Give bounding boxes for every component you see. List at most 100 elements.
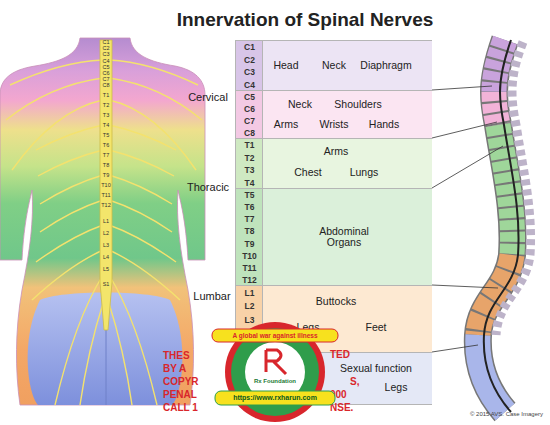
nerve-branch [40, 175, 103, 204]
spinal-segment-label: T4 [103, 123, 109, 129]
body-region-label: Buttocks [316, 296, 356, 307]
spinous-processes [496, 42, 531, 335]
diagram-title: Innervation of Spinal Nerves [177, 10, 434, 30]
spinal-segment-label: L5 [103, 267, 109, 273]
nerve-branch [109, 125, 176, 150]
spine-outline [478, 40, 513, 412]
nerve-branch [109, 150, 174, 176]
body-region-label: Arms [324, 146, 349, 157]
region-label: Lumbar [193, 291, 230, 303]
nerve-branch [109, 100, 196, 170]
body-region-label: Sexual function [340, 363, 412, 374]
spinal-segment-label: T8 [103, 163, 109, 169]
spinal-segment-label: L1 [103, 219, 109, 225]
spinal-segment-label: T12 [101, 203, 110, 209]
nerve-branch [36, 225, 103, 262]
logo-url: https://www.rxharun.com [233, 394, 317, 401]
vertebra-label: C6 [244, 105, 255, 114]
body-region-label: Abdominal Organs [307, 226, 381, 248]
spinal-level-band: T5T6T7T8T9T10T11T12Abdominal Organs [235, 188, 432, 285]
logo-name: Rx Foundation [254, 378, 296, 384]
nerve-branch [40, 200, 103, 232]
torso [0, 38, 205, 405]
spinal-segment-label: L3 [103, 243, 109, 249]
vertebra-label: T4 [245, 178, 255, 187]
spinal-segment-label: T1 [103, 93, 109, 99]
spinal-segment-label: C1 [102, 40, 109, 46]
spinal-segment-label: C8 [102, 84, 109, 90]
spine-model [478, 40, 531, 412]
watermark-text: BY A [163, 364, 186, 375]
spinal-segment-label: T7 [103, 153, 109, 159]
spinal-segment-label: C2 [102, 46, 109, 52]
spinal-segment-label: L4 [103, 255, 109, 261]
thoracic-vertebrae [498, 125, 513, 255]
leader-line [432, 345, 478, 352]
spinal-segment-label: T3 [103, 113, 109, 119]
body-region-label: Shoulders [334, 99, 381, 110]
leader-line [432, 122, 497, 138]
nerve-branch [55, 275, 103, 405]
watermark-text: CALL 1 [163, 403, 198, 414]
leader-line [432, 86, 492, 90]
region-label: Cervical [188, 92, 228, 104]
vertebra-label: L2 [245, 302, 255, 311]
spinal-segment-label: T9 [103, 173, 109, 179]
nerve-branch [10, 60, 103, 85]
vertebra-label: T1 [245, 141, 255, 150]
vertebra-label: T11 [242, 263, 256, 272]
nerve-branch [108, 300, 132, 405]
nerve-branch [32, 250, 103, 300]
logo-slogan: A global war against illness [232, 332, 317, 339]
vertebra-label: T6 [245, 203, 255, 212]
nerve-branch [36, 125, 103, 150]
vertebra-label: C8 [244, 129, 255, 138]
spinal-segment-label: T5 [103, 133, 109, 139]
spinal-segment-label: T6 [103, 143, 109, 149]
vertebra-label: C5 [244, 93, 255, 102]
body-region-label: Arms [274, 119, 299, 130]
logo-disc [231, 328, 319, 416]
body-region-label: Head [273, 60, 298, 71]
body-region-label: Neck [288, 99, 312, 110]
gluteal-cleft [106, 330, 107, 405]
logo-center [245, 342, 305, 402]
vertebra-label: C1 [244, 43, 255, 52]
spinal-level-band: C1C2C3C4HeadNeckDiaphragm [235, 40, 432, 90]
watermark-text: S, [350, 377, 359, 388]
body-region-label: Lungs [350, 167, 379, 178]
body-region-label: Neck [322, 60, 346, 71]
spinal-segment-label: L2 [103, 231, 109, 237]
nerve-branch [12, 100, 103, 170]
spinal-level-band: L1L2L3L4L5ButtocksLegsFeet [235, 285, 432, 352]
leader-line [432, 146, 503, 188]
vertebra-label: C3 [244, 68, 255, 77]
spinal-segment-label: T10 [101, 183, 110, 189]
nerve-branch [109, 175, 172, 204]
vertebra-label: C7 [244, 117, 255, 126]
region-label: Thoracic [187, 182, 229, 194]
vertebra-label: T10 [242, 251, 257, 260]
lower-cervical-vertebrae [494, 92, 498, 125]
nerve-branch [6, 78, 103, 120]
spinal-segment-label: C6 [102, 71, 109, 77]
logo-ribbon [215, 391, 335, 405]
logo-emblem [266, 350, 286, 374]
body-region-label: Diaphragm [360, 60, 411, 71]
logo-ring [225, 322, 325, 422]
spinal-segment-label: C4 [102, 59, 109, 65]
vertebra-label: T8 [245, 227, 255, 236]
leader-lines [432, 86, 503, 352]
watermark-text: THES [163, 351, 190, 362]
nerve-branch [109, 78, 202, 120]
spinal-segment-label: C5 [102, 65, 109, 71]
body-region-label: Hands [369, 119, 399, 130]
vertebra-label: C4 [244, 80, 255, 89]
spinal-segment-label: C3 [102, 53, 109, 59]
nerve-branch [80, 300, 104, 405]
vertebra-label: T9 [245, 239, 255, 248]
vertebra-label: T7 [245, 215, 255, 224]
spinal-segment-label: T11 [101, 193, 110, 199]
